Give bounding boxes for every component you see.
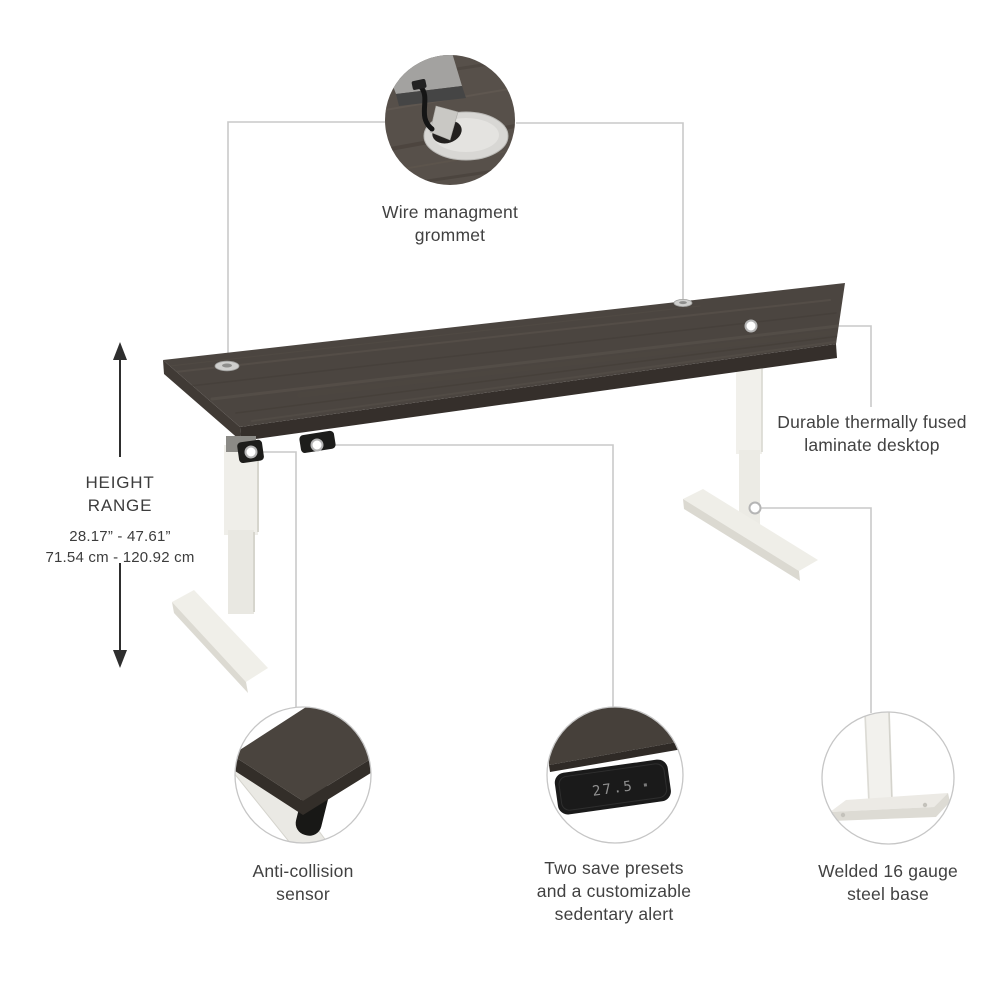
leader-wire-right [516,122,684,300]
bm-display-dot [643,783,648,787]
callout-line: Welded 16 gauge [818,861,958,881]
height-range-title-line: RANGE [87,496,153,515]
height-range-block: HEIGHT RANGE 28.17” - 47.61” 71.54 cm - … [45,471,194,568]
bl-desk-edge-band [235,752,371,815]
left-foot-top [172,590,268,682]
right-foot-top [683,489,818,571]
leader-wire-left [227,121,386,360]
inset-steel-base [821,711,955,845]
desktop [163,283,845,441]
ring-keypad [310,438,324,452]
br-leg-column [864,712,893,802]
height-range-centimeters: 71.54 cm - 120.92 cm [45,549,195,566]
height-range-arrow [113,342,127,668]
callout-laminate-desktop: Durable thermally fused laminate desktop [777,411,966,457]
bm-desk-slab [547,707,683,765]
callout-line: Wire managment [381,202,519,222]
cable-connector [411,79,427,90]
ring-base [748,501,762,515]
arrowhead-down [113,650,127,668]
br-foot-glide-1 [840,812,846,818]
callout-line: sedentary alert [554,904,674,924]
height-range-title-line: HEIGHT [85,473,155,492]
keypad-display: 27.5 [591,778,635,800]
callout-wire-grommet: Wire managment grommet [382,201,518,247]
cable [417,83,435,132]
bm-circle-border [546,706,684,844]
callout-line: Durable thermally fused [777,412,967,432]
right-foot-side [683,499,800,581]
desktop-top-face [163,283,845,427]
desktop-left-end-face [163,360,241,441]
grommet-cover-flap [429,105,459,141]
leader-keypad [323,444,614,708]
callout-line: laminate desktop [804,435,940,455]
inset-wire-grommet [385,55,515,185]
left-foot-side [172,602,248,693]
callout-anti-collision: Anti-collision sensor [252,860,353,906]
arrowhead-up [113,342,127,360]
bl-circle-border [234,706,372,844]
br-foot-glide-2 [922,802,928,808]
br-circle-border [821,711,955,845]
bm-desk-edge [549,741,683,772]
callout-line: Two save presets [544,858,684,878]
inset-anti-collision [234,706,372,844]
ring-desktop [744,319,758,333]
height-range-inches: 28.17” - 47.61” [69,528,171,545]
bm-keypad-face [558,763,668,811]
callout-line: sensor [276,884,330,904]
leader-sensor [257,451,297,708]
callout-line: Anti-collision [252,861,354,881]
grommet-right [673,298,693,307]
inset-keypad: 27.5 [546,706,684,844]
ring-markers [244,319,762,515]
br-foot-side [830,793,950,821]
grommet-left [214,360,240,372]
ring-sensor [244,445,258,459]
callout-save-presets: Two save presets and a customizable sede… [537,857,691,926]
br-foot-top [830,793,948,812]
leader-base [761,507,872,713]
callout-line: grommet [414,225,486,245]
callout-line: steel base [847,884,929,904]
wood-grain [169,299,845,422]
desktop-front-face [240,344,837,441]
right-leg-upper-column [736,362,762,454]
left-leg-lower-column [228,530,254,614]
callout-line: and a customizable [536,881,692,901]
callout-steel-base: Welded 16 gauge steel base [818,860,958,906]
bm-keypad-body [554,759,671,815]
laptop-front-edge [396,86,466,106]
